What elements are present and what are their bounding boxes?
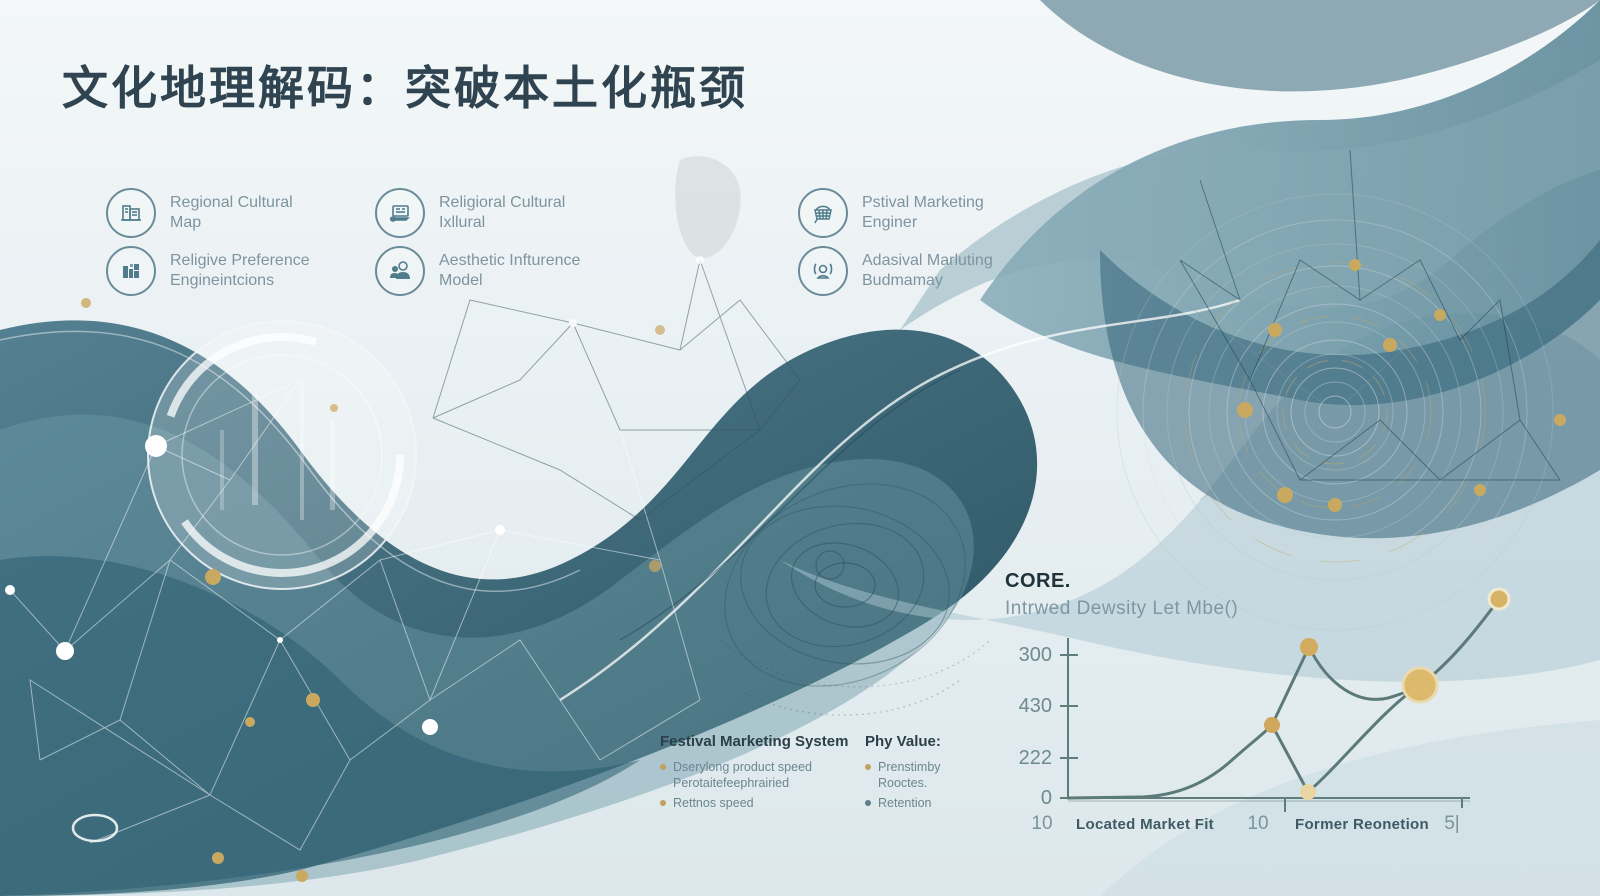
list-item: Retention	[865, 796, 941, 812]
y-tick-label: 0	[1040, 787, 1052, 809]
person-brackets-icon	[798, 246, 848, 296]
list-item-text: Prenstimby Rooctes.	[878, 760, 941, 790]
network-mesh-right	[1179, 149, 1561, 481]
chart-subtitle: Intrwed Dewsity Let Mbe()	[1005, 598, 1239, 619]
list-item-text: Rettnos speed	[673, 796, 754, 811]
chart-data-point	[1300, 638, 1318, 656]
x-tick-label: 5|	[1444, 813, 1460, 834]
list-item: Dserylong product speed Perotaitefeephra…	[660, 760, 835, 791]
list-item-text: Dserylong product speed Perotaitefeephra…	[673, 760, 812, 790]
bar-chart-icon	[106, 246, 156, 296]
list-item: Prenstimby Rooctes.	[865, 760, 941, 791]
globe-basket-icon	[798, 188, 848, 238]
bullet-dot	[660, 764, 666, 770]
y-tick-label: 430	[1018, 695, 1052, 717]
y-tick-label: 300	[1018, 644, 1052, 666]
core-line-chart: CORE. Intrwed Dewsity Let Mbe() 300 430 …	[980, 560, 1540, 870]
bullet-dot	[865, 764, 871, 770]
x-tick-label: Located Market Fit	[1076, 816, 1214, 833]
x-tick-label: 10	[1247, 813, 1269, 834]
phy-value-list: Phy Value: Prenstimby Rooctes. Retention	[865, 733, 941, 817]
chart-data-point	[1264, 717, 1280, 733]
chart-series	[1066, 587, 1511, 800]
x-tick-label: Former Reonetion	[1295, 816, 1429, 833]
bullet-dot	[865, 800, 871, 807]
chart-data-point	[1401, 666, 1439, 704]
chart-data-point	[1487, 587, 1511, 611]
page-title: 文化地理解码：突破本土化瓶颈	[62, 62, 748, 114]
building-map-icon	[106, 188, 156, 238]
x-tick-label: 10	[1031, 813, 1053, 834]
festival-marketing-list: Festival Marketing System Dserylong prod…	[660, 733, 848, 817]
chart-plot	[1060, 587, 1511, 812]
list-item-text: Retention	[878, 796, 932, 811]
glass-circle	[147, 320, 417, 590]
node-dots-gold	[81, 259, 1566, 882]
people-icon	[375, 246, 425, 296]
document-list-icon	[375, 188, 425, 238]
scribble-spiral	[719, 483, 991, 716]
chart-data-point	[1300, 784, 1316, 800]
bullet-dot	[660, 800, 666, 807]
festival-list-heading: Festival Marketing System	[660, 733, 849, 750]
list-item: Rettnos speed	[660, 796, 835, 812]
phy-list-heading: Phy Value:	[865, 733, 941, 750]
node-dots-white	[5, 256, 704, 843]
chart-title: CORE.	[1005, 570, 1071, 592]
y-tick-label: 222	[1018, 747, 1052, 769]
